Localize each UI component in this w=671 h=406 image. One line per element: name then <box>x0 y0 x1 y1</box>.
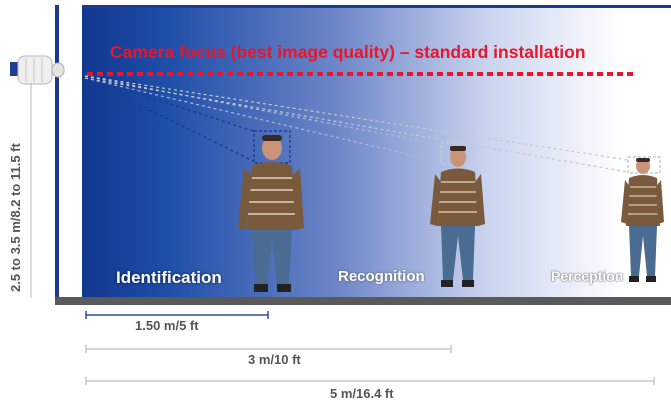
floor <box>55 297 671 305</box>
zone-label-perception: Perception <box>551 268 624 284</box>
sight-line-recognition <box>84 75 442 146</box>
sight-line-perception <box>84 75 629 161</box>
distance-line-2 <box>85 345 452 353</box>
face-box-perception <box>627 156 661 174</box>
focus-title: Camera focus (best image quality) – stan… <box>110 42 586 62</box>
distance-label-2: 3 m/10 ft <box>248 352 301 367</box>
wall-edge <box>55 5 82 300</box>
distance-line-3 <box>85 377 655 385</box>
distance-line-1 <box>85 311 269 319</box>
distance-label-1: 1.50 m/5 ft <box>135 318 199 333</box>
camera-icon <box>10 55 65 85</box>
height-label: 2.5 to 3.5 m/8.2 to 11.5 ft <box>8 143 23 292</box>
distance-label-3: 5 m/16.4 ft <box>330 386 394 401</box>
person-icon <box>238 135 304 292</box>
zone-label-recognition: Recognition <box>338 268 425 285</box>
person-icon <box>621 158 664 282</box>
wall-background <box>55 5 671 303</box>
zone-label-identification: Identification <box>116 268 222 287</box>
person-icon <box>430 146 485 287</box>
